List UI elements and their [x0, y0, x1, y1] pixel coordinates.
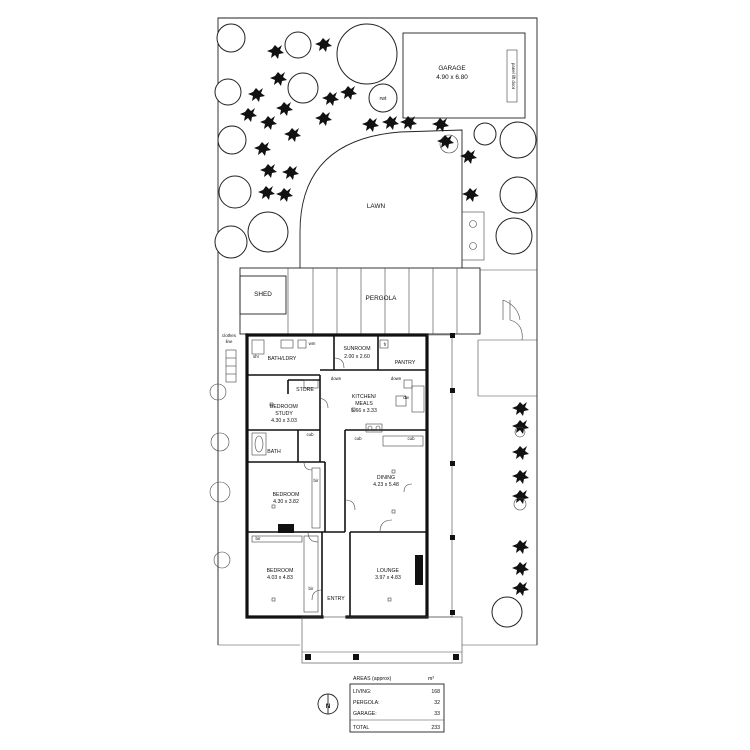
areas-unit: m²: [428, 676, 434, 682]
store-label: STORE: [296, 387, 314, 393]
fridge-label: fr: [384, 342, 387, 347]
tree: [499, 176, 537, 214]
cub-label-1: cub: [306, 432, 314, 437]
kitchen-label-1: KITCHEN/: [352, 394, 377, 400]
bedroom-2-label: BEDROOM: [273, 492, 300, 498]
down-label-2: down: [391, 376, 402, 381]
bir-label-1: bir: [314, 478, 319, 483]
tree: [499, 121, 537, 159]
tree: [216, 23, 246, 53]
tree: [287, 72, 319, 104]
garage-dims: 4.90 x 6.80: [436, 74, 468, 81]
clothesline-label-1: clothes: [222, 333, 237, 338]
area-row-label: LIVING:: [353, 689, 371, 695]
shr-label: shr: [253, 354, 260, 359]
tree: [495, 217, 533, 255]
garage: GARAGE 4.90 x 6.80 panel lift door: [402, 32, 526, 119]
kitchen-label-2: MEALS: [355, 401, 373, 407]
site-boundary: [217, 17, 538, 646]
areas-table: AREAS (approx) m² LIVING: 168 PERGOLA: 3…: [349, 676, 445, 733]
area-row-label: PERGOLA:: [353, 700, 380, 706]
rainwater-tank: rwt: [368, 83, 398, 113]
area-row-value: 33: [434, 711, 440, 717]
shed-label: SHED: [254, 291, 272, 298]
tree: [439, 134, 459, 154]
clothesline-label-2: line: [226, 339, 233, 344]
pergola: PERGOLA: [239, 267, 481, 335]
lounge-label: LOUNGE: [377, 568, 399, 574]
area-row-value: 32: [434, 700, 440, 706]
bedroom-1-dims: 4.03 x 4.83: [267, 575, 293, 581]
bedroom-2-dims: 4.30 x 3.82: [273, 499, 299, 505]
tree: [491, 596, 523, 628]
sunroom-dims: 2.00 x 2.60: [344, 354, 370, 360]
shrubs: [240, 38, 529, 596]
tree: [247, 211, 289, 253]
garage-door-label: panel lift door: [511, 63, 516, 90]
area-row-value: 168: [431, 689, 440, 695]
tree: [217, 125, 247, 155]
tree: [336, 23, 398, 85]
rwt-label: rwt: [380, 96, 387, 102]
area-total-value: 233: [431, 725, 440, 731]
sunroom-label: SUNROOM: [343, 346, 370, 352]
dishwasher-label: dw: [403, 395, 409, 400]
dining-label: DINING: [377, 475, 395, 481]
tree: [214, 225, 248, 259]
bedroom-study-label-2: STUDY: [275, 411, 293, 417]
garage-label: GARAGE: [438, 65, 465, 72]
tree: [218, 175, 252, 209]
areas-title: AREAS (approx): [353, 676, 392, 682]
cub-label-3: cub: [407, 436, 415, 441]
clothesline: clothes line: [222, 333, 237, 383]
side-gate: [477, 299, 537, 397]
down-label-1: down: [331, 376, 342, 381]
bir-label-2: bir: [256, 536, 261, 541]
side-garden-outlines: [209, 383, 527, 569]
bath-ldry-label: BATH/LDRY: [268, 356, 297, 362]
shed: SHED: [239, 275, 287, 315]
tree: [214, 78, 242, 106]
north-arrow: N: [317, 693, 339, 715]
wm-label: wm: [309, 341, 316, 346]
cub-label-2: cub: [354, 436, 362, 441]
tree: [473, 122, 497, 146]
kitchen-dims: 5.66 x 3.33: [351, 408, 377, 414]
bedroom-1-label: BEDROOM: [267, 568, 294, 574]
tree: [284, 31, 312, 59]
area-row-label: GARAGE:: [353, 711, 377, 717]
bedroom-study-dims: 4.30 x 3.03: [271, 418, 297, 424]
trees: [214, 23, 537, 628]
pergola-label: PERGOLA: [366, 295, 398, 302]
pantry-label: PANTRY: [395, 360, 416, 366]
north-label: N: [326, 703, 331, 710]
verandah: [301, 333, 463, 664]
bath-label: BATH: [267, 449, 281, 455]
area-total-label: TOTAL: [353, 725, 369, 731]
house: BATH/LDRY shr wm SUNROOM 2.00 x 2.60 fr …: [245, 333, 429, 619]
bir-label-3: bir: [309, 586, 314, 591]
dining-dims: 4.23 x 5.48: [373, 482, 399, 488]
bedroom-study-label-1: BEDROOM/: [270, 404, 299, 410]
entry-label: ENTRY: [327, 596, 345, 602]
lawn-label: LAWN: [367, 203, 386, 210]
lounge-dims: 3.97 x 4.83: [375, 575, 401, 581]
lawn: LAWN: [299, 129, 485, 268]
